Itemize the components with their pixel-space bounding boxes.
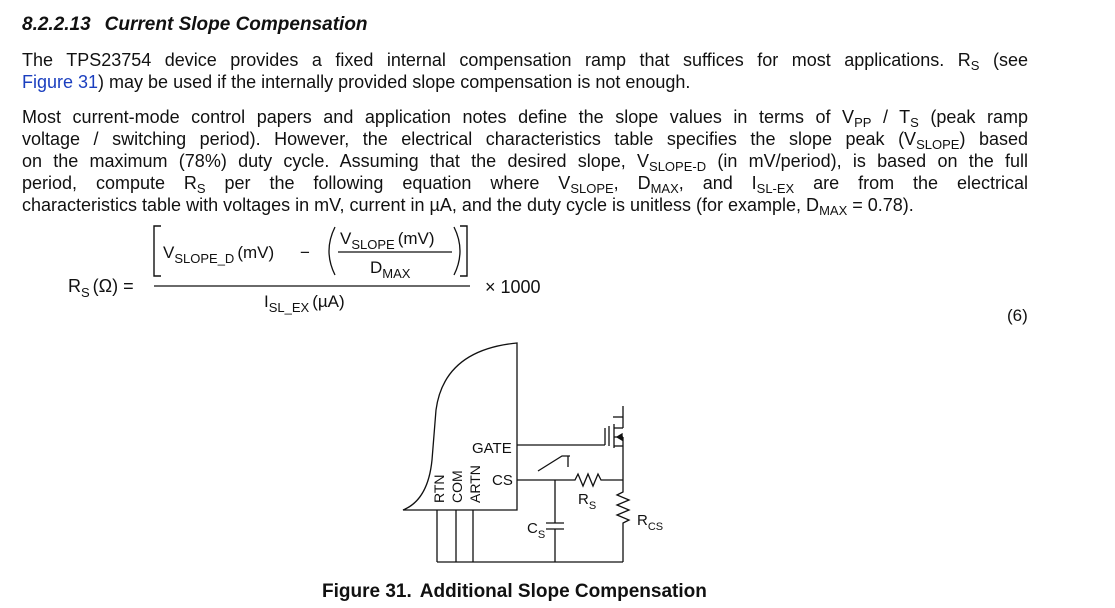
section-title: Current Slope Compensation xyxy=(104,14,368,35)
pin-rtn-label: RTN xyxy=(431,474,447,503)
pin-cs-label: CS xyxy=(492,472,513,489)
ic-body xyxy=(402,342,518,511)
left-paren xyxy=(328,226,336,276)
figure-title: Additional Slope Compensation xyxy=(419,581,707,602)
section-heading: 8.2.2.13 Current Slope Compensation xyxy=(22,14,368,36)
figure-caption: Figure 31. Additional Slope Compensation xyxy=(322,581,707,603)
paragraph-1-line-1: The TPS23754 device provides a fixed int… xyxy=(22,50,1028,73)
pin-gate-label: GATE xyxy=(472,440,512,457)
paragraph-2: Most current-mode control papers and app… xyxy=(22,106,1029,218)
d-max-term: DMAX xyxy=(370,258,411,281)
left-bracket xyxy=(153,225,161,277)
figure-31-link[interactable]: Figure 31 xyxy=(22,72,99,92)
multiplier: × 1000 xyxy=(485,277,541,297)
pin-com-label: COM xyxy=(449,470,465,503)
equation-lhs: RS(Ω) = xyxy=(68,276,134,300)
rs-label: RS xyxy=(578,491,596,512)
cs-cap-label: CS xyxy=(527,520,545,541)
figure-number: Figure 31. xyxy=(322,581,412,602)
schematic xyxy=(402,342,631,563)
paragraph-2-line-5: characteristics table with voltages in m… xyxy=(22,195,914,218)
equation-number: (6) xyxy=(1007,306,1028,325)
schematic-labels: GATE CS RTN COM ARTN RS RCS CS xyxy=(431,440,663,541)
minus-sign: − xyxy=(300,243,310,262)
paragraph-2-line-1: Most current-mode control papers and app… xyxy=(22,107,1028,130)
ramp-symbol xyxy=(537,455,570,472)
paragraph-2-line-2: voltage / switching period). However, th… xyxy=(22,129,1028,152)
rcs-resistor xyxy=(615,480,631,562)
paragraph-1-line-2: Figure 31) may be used if the internally… xyxy=(22,72,691,92)
paragraph-2-line-4: period, compute RS per the following equ… xyxy=(22,173,1028,196)
i-sl-ex-term: ISL_EX(µA) xyxy=(264,292,345,315)
v-slope-term: VSLOPE(mV) xyxy=(340,229,435,252)
pin-artn-label: ARTN xyxy=(467,465,483,503)
v-slope-d-term: VSLOPE_D(mV) xyxy=(163,243,274,266)
equation-6: RS(Ω) = VSLOPE_D(mV) − VSLOPE(mV) DMAX I… xyxy=(68,225,541,315)
paragraph-2-line-3: on the maximum (78%) duty cycle. Assumin… xyxy=(22,151,1029,174)
rs-resistor xyxy=(568,472,623,488)
mosfet-arrow xyxy=(615,432,623,442)
section-number: 8.2.2.13 xyxy=(22,14,91,35)
paragraph-1: The TPS23754 device provides a fixed int… xyxy=(22,49,1028,93)
right-bracket xyxy=(460,225,468,277)
rcs-label: RCS xyxy=(637,512,663,533)
right-paren xyxy=(453,226,461,276)
